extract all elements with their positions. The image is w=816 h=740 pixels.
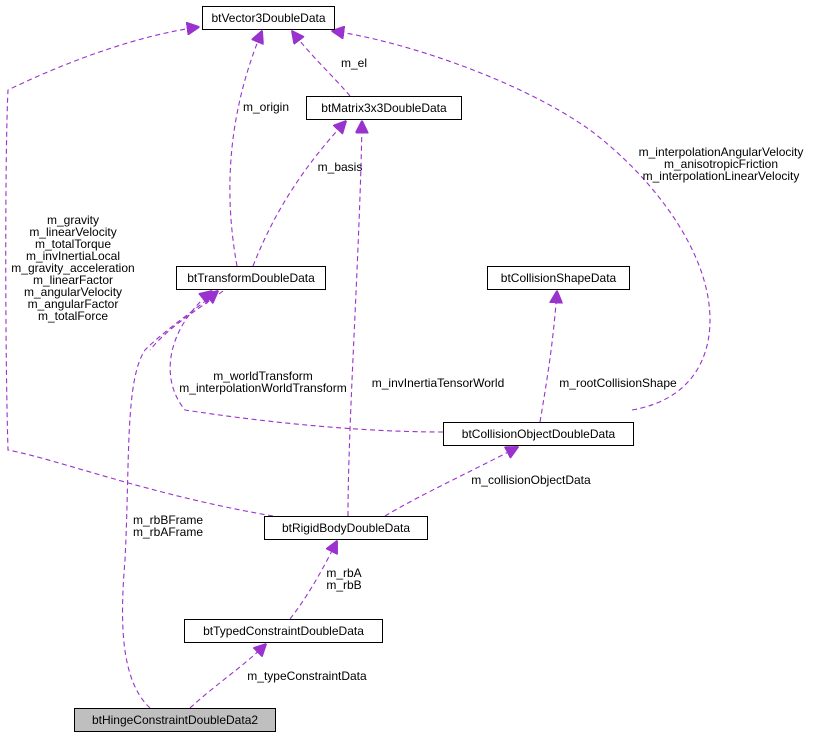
- node-bt-hinge-constraint-double-data2: btHingeConstraintDoubleData2: [74, 708, 276, 732]
- edge-label-collision-vectors: m_interpolationAngularVelocity m_anisotr…: [638, 145, 804, 183]
- edge-label-m-origin: m_origin: [242, 100, 290, 114]
- edge-rigid-vectors: [5, 27, 274, 517]
- node-bt-collision-shape-data[interactable]: btCollisionShapeData: [487, 266, 630, 290]
- edge-m-basis: [252, 121, 346, 267]
- edge-label-type-constraint: m_typeConstraintData: [247, 669, 367, 683]
- edge-label-world-transform: m_worldTransform m_interpolationWorldTra…: [179, 369, 347, 395]
- node-bt-collision-object-double-data[interactable]: btCollisionObjectDoubleData: [443, 422, 634, 446]
- node-bt-matrix3x3-double-data[interactable]: btMatrix3x3DoubleData: [306, 96, 462, 120]
- edge-label-collision-object-data: m_collisionObjectData: [471, 473, 591, 487]
- edge-m-origin: [229, 31, 262, 267]
- edge-m-el: [292, 31, 351, 97]
- node-bt-vector3-double-data[interactable]: btVector3DoubleData: [202, 6, 335, 30]
- edge-collision-vectors: [332, 31, 711, 411]
- edge-label-m-basis: m_basis: [317, 160, 363, 174]
- edge-label-rb-ab: m_rbA m_rbB: [326, 566, 362, 592]
- edge-type-constraint: [189, 644, 266, 709]
- edge-inv-inertia: [347, 121, 362, 517]
- node-bt-typed-constraint-double-data[interactable]: btTypedConstraintDoubleData: [184, 619, 383, 643]
- node-bt-transform-double-data[interactable]: btTransformDoubleData: [176, 266, 326, 290]
- edge-label-inv-inertia: m_invInertiaTensorWorld: [371, 376, 505, 390]
- edge-rb-ab: [289, 541, 337, 620]
- edge-world-transform: [169, 291, 444, 433]
- edge-label-frames: m_rbBFrame m_rbAFrame: [132, 513, 203, 539]
- edge-frames-2: [149, 290, 224, 351]
- edge-collision-object-data: [384, 447, 518, 517]
- edge-label-m-el: m_el: [340, 56, 367, 70]
- node-bt-rigid-body-double-data[interactable]: btRigidBodyDoubleData: [264, 516, 428, 540]
- edge-frames: [121, 291, 218, 709]
- edge-label-root-shape: m_rootCollisionShape: [559, 376, 677, 390]
- edge-label-rigid-vectors: m_gravity m_linearVelocity m_totalTorque…: [11, 213, 135, 323]
- edge-root-shape: [539, 291, 557, 423]
